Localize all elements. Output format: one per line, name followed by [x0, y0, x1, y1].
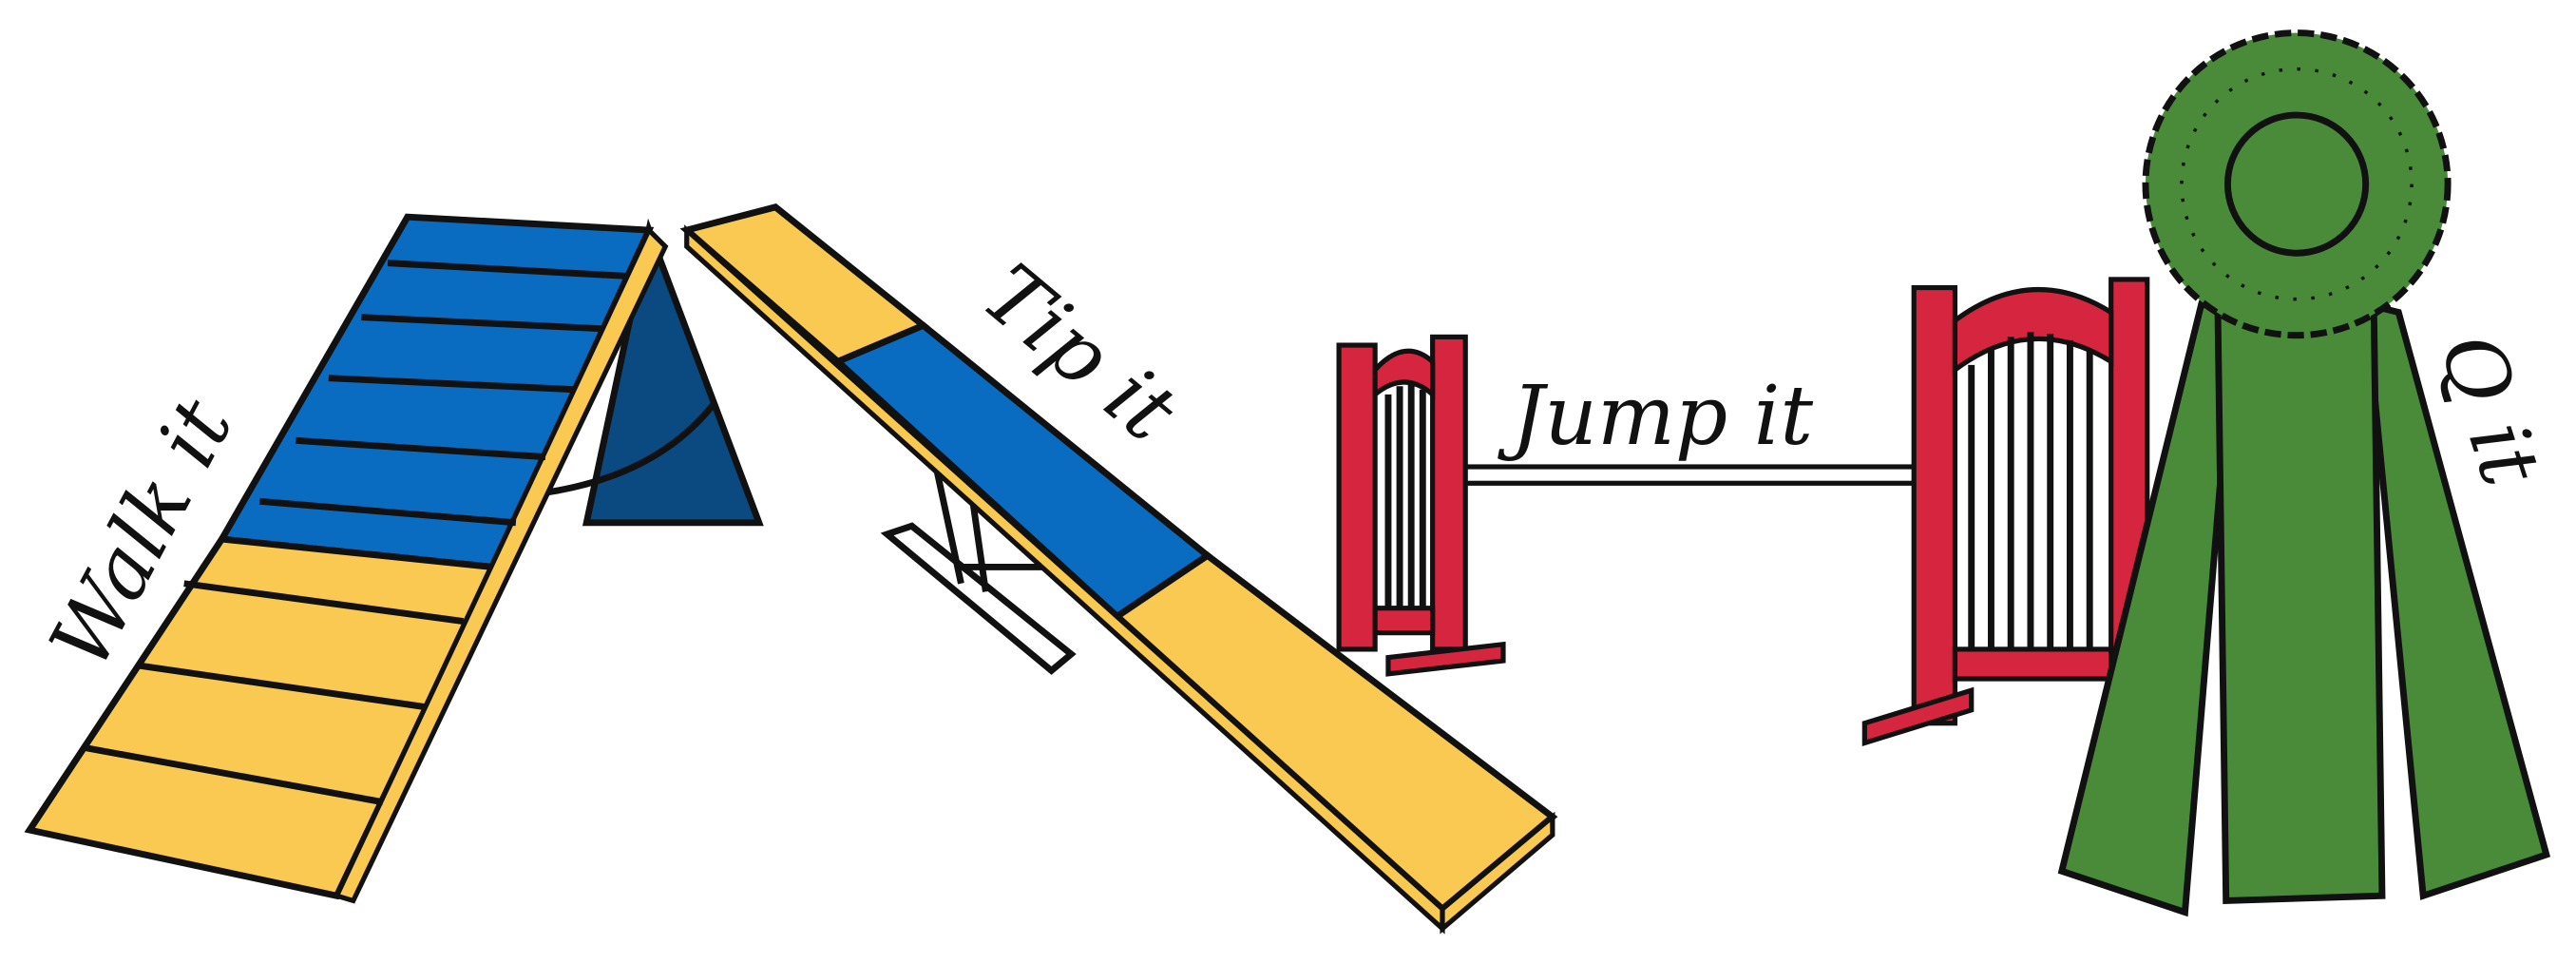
a-frame-slats — [85, 260, 628, 806]
a-frame-chain — [542, 400, 717, 497]
ribbon: Q it — [2057, 29, 2558, 917]
teeter-plank-yellow-bottom — [1112, 551, 1558, 914]
jump-right-wing — [1861, 277, 2150, 746]
a-frame-side-edge — [333, 225, 669, 904]
ribbon-tail-right — [2361, 299, 2551, 900]
jump-it-label: Jump it — [1498, 369, 1814, 464]
jump-bar — [1460, 464, 1925, 486]
ribbon-tail-center — [2214, 309, 2386, 905]
a-frame: Walk it — [24, 213, 764, 904]
teeter-base — [880, 468, 1077, 675]
jump-left-wing — [1336, 334, 1506, 677]
jump: Jump it — [1336, 277, 2150, 746]
rosette-center — [2223, 111, 2370, 257]
a-frame-back-leg — [582, 218, 764, 527]
